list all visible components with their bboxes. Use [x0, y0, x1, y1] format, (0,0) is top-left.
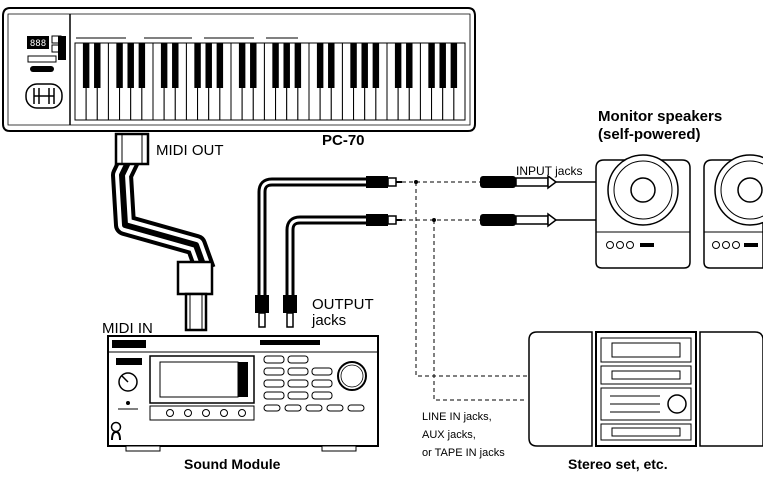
black-key [450, 43, 458, 88]
keyboard-display-text: 888 [30, 39, 46, 49]
rca-plug [366, 176, 388, 188]
black-key [116, 43, 123, 88]
keyboard-display [27, 36, 49, 49]
black-key [406, 43, 413, 88]
line-in-label: LINE IN jacks, [422, 411, 492, 423]
midi-out-label: MIDI OUT [156, 142, 224, 159]
midi-in-plug-tip [184, 292, 208, 332]
black-key [283, 43, 290, 88]
midi-out-plug [114, 132, 150, 166]
stereo-knob [667, 394, 687, 414]
black-key [138, 43, 146, 88]
monitor-speakers-subtitle: (self-powered) [598, 126, 701, 143]
output-plug [255, 295, 269, 313]
sound-module [107, 335, 379, 452]
black-key [205, 43, 212, 88]
output-jacks-label: OUTPUT [312, 296, 374, 313]
keyboard-pc70: 888 [1, 7, 476, 132]
black-key [160, 43, 168, 88]
output-jacks-label-2: jacks [312, 312, 347, 329]
value-dial [337, 361, 367, 391]
black-key [439, 43, 446, 88]
black-key [316, 43, 324, 88]
black-key [127, 43, 134, 88]
black-key [238, 43, 246, 88]
black-key [216, 43, 224, 88]
dashed-connections [402, 181, 544, 401]
black-key [428, 43, 435, 88]
input-jacks-label: INPUT jacks [516, 164, 583, 178]
black-key [294, 43, 302, 88]
keyboard-button [30, 66, 54, 72]
phones-jack [110, 421, 122, 433]
black-key [82, 43, 90, 88]
monitor-speaker-left [595, 154, 691, 269]
black-key [94, 43, 101, 88]
midi-in-label: MIDI IN [102, 320, 153, 337]
input-plugs [480, 174, 598, 228]
black-key [372, 43, 380, 88]
black-key [350, 43, 357, 88]
black-key [172, 43, 179, 88]
monitor-speakers-title: Monitor speakers [598, 108, 723, 125]
audio-cables [255, 176, 402, 328]
stereo-set [528, 331, 763, 447]
rca-plug [366, 214, 388, 226]
stereo-set-label: Stereo set, etc. [568, 456, 668, 472]
power-button [116, 358, 142, 365]
black-key [394, 43, 402, 88]
phone-plug [480, 214, 516, 226]
black-key [361, 43, 368, 88]
tape-in-label: or TAPE IN jacks [422, 447, 505, 459]
midi-cable [111, 132, 216, 332]
black-key [328, 43, 335, 88]
aux-label: AUX jacks, [422, 429, 476, 441]
phone-plug [480, 176, 516, 188]
keyboard-slider [27, 55, 57, 63]
sound-module-label: Sound Module [184, 456, 281, 472]
black-key [272, 43, 279, 88]
black-key [250, 43, 257, 88]
keyboard-keys [74, 42, 466, 121]
black-key [194, 43, 201, 88]
midi-in-plug [176, 260, 214, 296]
keyboard-label: PC-70 [322, 132, 365, 149]
monitor-speaker-right [703, 154, 763, 269]
output-plug [283, 295, 297, 313]
